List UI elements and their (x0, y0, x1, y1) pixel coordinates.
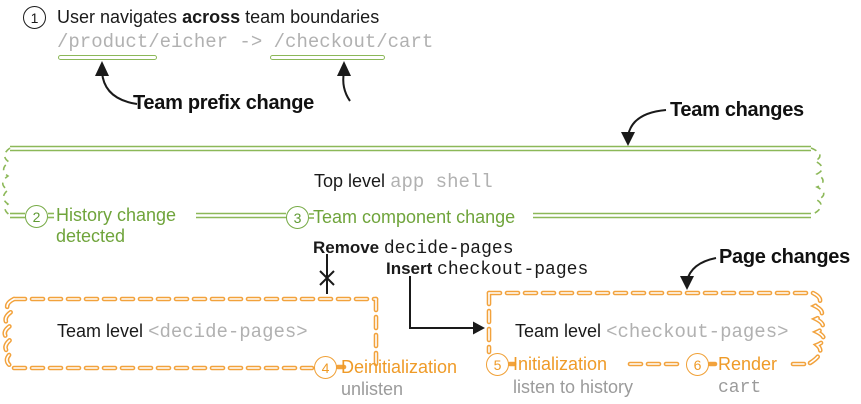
step-2-label-line1: History change (56, 205, 177, 225)
step-3-number: 3 (293, 209, 302, 226)
checkout-box-title: Team level <checkout-pages> (515, 321, 789, 343)
remove-x-mark (319, 270, 335, 286)
arrowhead-down-icon (621, 132, 635, 146)
team-prefix-arrow-left (101, 71, 138, 105)
decide-box-left-torn-edge (2, 296, 17, 371)
decide-box-title: Team level <decide-pages> (57, 321, 308, 343)
step-6-label: Render (718, 354, 778, 374)
arrowhead-right-icon (473, 321, 485, 335)
arrowhead-down-icon (680, 276, 694, 290)
top-level-title-text: Top level (314, 171, 386, 191)
checkout-pages-code: <checkout-pages> (606, 321, 789, 343)
remove-statement: Remove decide-pages (313, 238, 514, 259)
prefix-underline-checkout (270, 55, 385, 60)
step-1-title-bold: across (182, 7, 241, 27)
insert-statement: Insert checkout-pages (386, 259, 588, 280)
step-5-number: 5 (493, 356, 502, 373)
checkout-box-right-torn-edge (807, 290, 827, 366)
team-prefix-change-label: Team prefix change (133, 92, 314, 114)
remove-keyword: Remove (313, 238, 380, 257)
step-3-badge: 3 (286, 206, 309, 229)
step-2-badge: 2 (25, 205, 48, 228)
step-1-title-pre: User navigates (57, 7, 183, 27)
page-changes-label: Page changes (719, 246, 850, 268)
step-5-sublabel: listen to history (513, 377, 634, 397)
team-box-left-torn-edge (1, 147, 11, 216)
remove-code: decide-pages (383, 239, 514, 259)
step-1-number: 1 (30, 9, 39, 26)
step-2-number: 2 (32, 208, 41, 225)
step-1-title: User navigates across team boundaries (57, 7, 379, 28)
step-4-badge: 4 (314, 356, 337, 379)
team-changes-label: Team changes (670, 99, 804, 121)
insert-keyword: Insert (386, 259, 433, 278)
step-4-sublabel: unlisten (341, 379, 404, 399)
route-change-code: /product/eicher -> /checkout/cart (57, 31, 434, 53)
team-box-right-torn-edge (810, 147, 825, 216)
step-5-label: Initialization (513, 354, 608, 374)
prefix-underline-product (58, 55, 157, 60)
insert-code: checkout-pages (437, 260, 589, 280)
arrowheads (95, 61, 694, 335)
step-3-label: Team component change (313, 207, 516, 227)
checkout-box-title-text: Team level (515, 321, 602, 341)
app-shell-code: app shell (390, 171, 493, 193)
arrowhead-up-icon (95, 61, 109, 76)
decide-box-title-text: Team level (57, 321, 144, 341)
team-box-border (1, 145, 825, 219)
top-level-title: Top level app shell (314, 171, 493, 193)
step-2-label-line2: detected (56, 226, 126, 246)
insert-arrow-line (409, 276, 476, 329)
decide-pages-box-border (2, 296, 379, 371)
step-6-number: 6 (693, 356, 702, 373)
step-6-badge: 6 (686, 353, 709, 376)
step-4-label: Deinitialization (341, 357, 458, 377)
step-2-label: History change detected (56, 205, 176, 247)
step-6-sublabel: cart (718, 378, 762, 398)
checkout-pages-box-border (486, 290, 827, 367)
step-4-number: 4 (321, 359, 330, 376)
step-5-badge: 5 (486, 353, 509, 376)
step-1-badge: 1 (23, 6, 46, 29)
decide-pages-code: <decide-pages> (148, 321, 308, 343)
team-prefix-arrow-right (342, 71, 351, 102)
arrowhead-up-icon (337, 61, 351, 76)
step-1-title-post: team boundaries (240, 7, 380, 27)
